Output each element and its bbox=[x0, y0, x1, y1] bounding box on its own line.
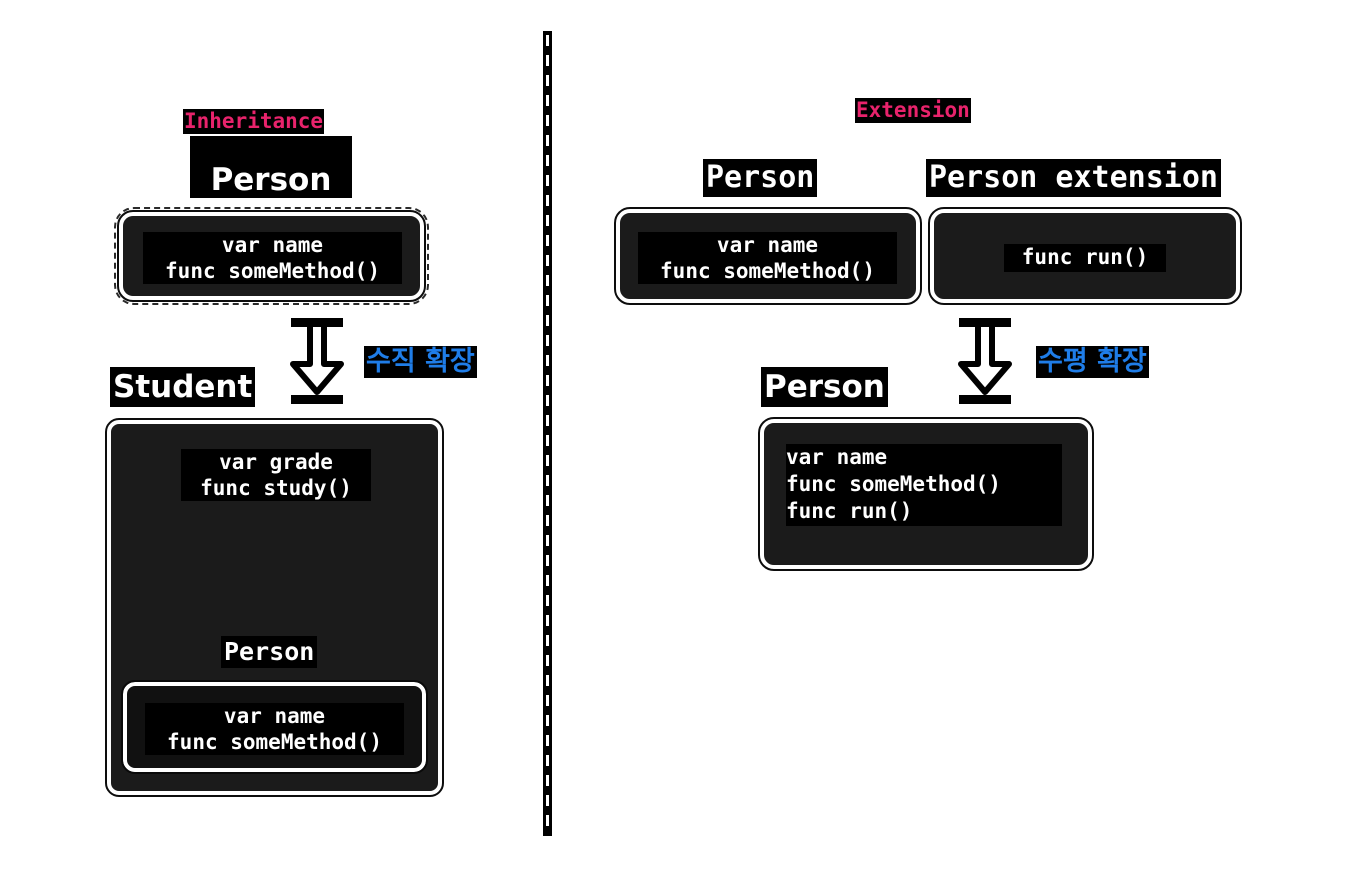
parent-class-label-person: Person bbox=[190, 136, 352, 198]
inherited-members-subcard: var name func someMethod() bbox=[121, 680, 428, 774]
extend-down-arrow-icon bbox=[286, 318, 348, 408]
result-members-code: var name func someMethod() func run() bbox=[786, 444, 1062, 526]
extension-card: func run() bbox=[928, 207, 1242, 305]
vertical-extension-annotation: 수직 확장 bbox=[364, 346, 477, 378]
base-class-label-person: Person bbox=[703, 159, 818, 197]
vertical-dashed-divider bbox=[543, 31, 552, 836]
inherited-class-label-person: Person bbox=[221, 636, 318, 668]
divider-dash-pattern bbox=[546, 35, 549, 832]
parent-class-card-person: var name func someMethod() bbox=[114, 207, 429, 305]
extension-members-code: func run() bbox=[1004, 244, 1166, 272]
child-class-label-student: Student bbox=[110, 367, 256, 407]
base-class-card-person: var name func someMethod() bbox=[614, 207, 922, 305]
parent-members-code: var name func someMethod() bbox=[143, 232, 402, 284]
extend-down-arrow-icon-right bbox=[954, 318, 1016, 408]
horizontal-extension-annotation: 수평 확장 bbox=[1036, 346, 1149, 378]
inherited-members-code: var name func someMethod() bbox=[145, 703, 404, 755]
inheritance-heading: Inheritance bbox=[183, 109, 325, 134]
child-own-members-code: var grade func study() bbox=[181, 449, 371, 501]
base-members-code: var name func someMethod() bbox=[638, 232, 897, 284]
extension-class-label: Person extension bbox=[926, 159, 1221, 197]
result-class-label-person: Person bbox=[761, 367, 888, 407]
child-class-card-student: var grade func study() Person var name f… bbox=[105, 418, 444, 797]
result-class-card-person: var name func someMethod() func run() bbox=[758, 417, 1094, 571]
extension-heading: Extension bbox=[855, 98, 971, 123]
